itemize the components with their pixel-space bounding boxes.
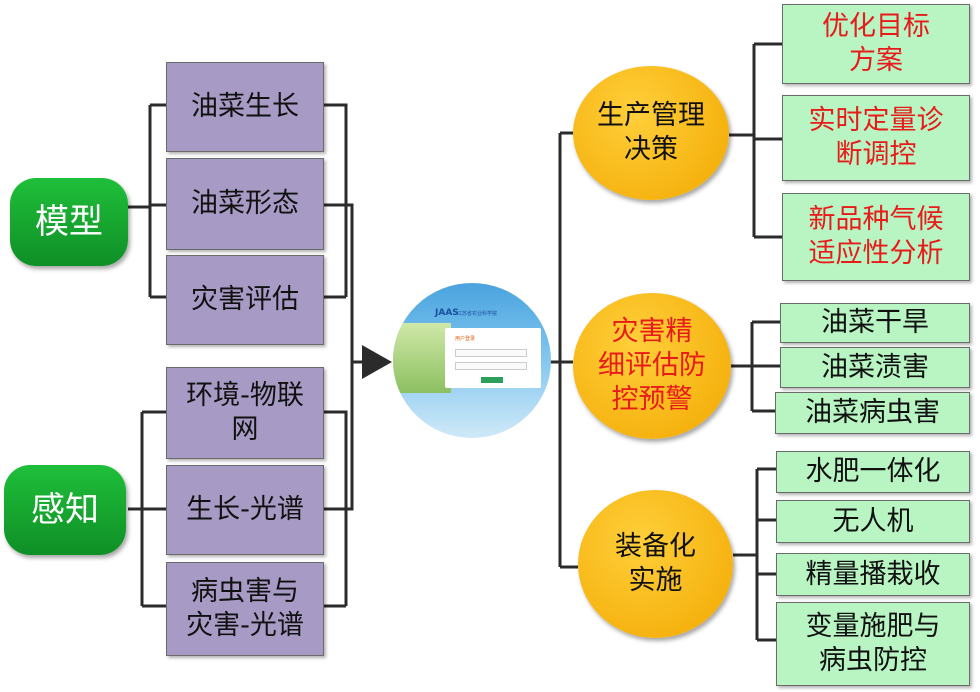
platform-screenshot-image: JAAS 江苏省农业科学院 用户登录 xyxy=(393,283,551,438)
jaas-logo: JAAS xyxy=(435,308,459,318)
sense-item-pest-spectrum: 病虫害与 灾害-光谱 xyxy=(166,562,324,656)
warning-item-waterlogging: 油菜渍害 xyxy=(780,347,970,388)
warning-item-drought: 油菜干旱 xyxy=(780,303,970,343)
decision-item-climate: 新品种气候 适应性分析 xyxy=(782,193,970,281)
equipment-item-fertigation: 水肥一体化 xyxy=(776,451,970,493)
equipment-item-drone: 无人机 xyxy=(776,500,970,543)
equipment-item-precision: 精量播栽收 xyxy=(776,553,970,596)
decision-item-optimize: 优化目标 方案 xyxy=(782,4,970,84)
warning-node: 灾害精 细评估防 控预警 xyxy=(573,293,731,439)
sense-item-growth-spectrum: 生长-光谱 xyxy=(166,465,324,555)
login-title: 用户登录 xyxy=(455,336,476,342)
model-root-label: 模型 xyxy=(35,201,103,242)
warning-item-pests: 油菜病虫害 xyxy=(775,392,970,434)
arrow-icon xyxy=(362,345,392,379)
sense-item-iot: 环境-物联 网 xyxy=(166,367,324,459)
model-item-growth: 油菜生长 xyxy=(166,62,324,152)
decision-item-diagnosis: 实时定量诊 断调控 xyxy=(782,95,970,181)
model-item-morphology: 油菜形态 xyxy=(166,158,324,250)
sense-root-label: 感知 xyxy=(31,489,99,530)
equipment-item-variable-rate: 变量施肥与 病虫防控 xyxy=(776,602,970,686)
model-root-node: 模型 xyxy=(10,178,128,266)
sense-root-node: 感知 xyxy=(4,465,126,555)
decision-node: 生产管理 决策 xyxy=(573,66,729,200)
model-item-disaster: 灾害评估 xyxy=(166,255,324,345)
org-name: 江苏省农业科学院 xyxy=(457,311,498,317)
equipment-node: 装备化 实施 xyxy=(578,490,733,638)
